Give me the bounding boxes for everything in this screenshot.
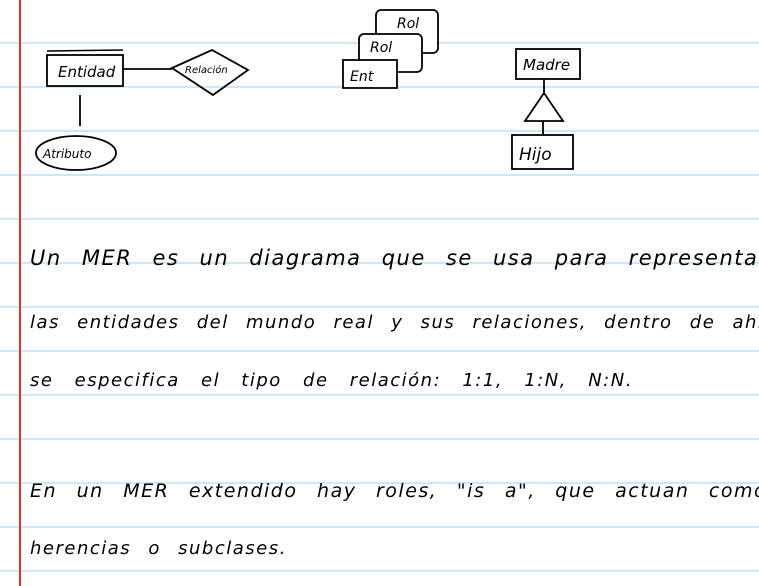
relationship-diamond: Relación: [170, 48, 250, 97]
note-line-1: Un MER es un diagrama que se usa para re…: [30, 246, 759, 270]
child-label: Hijo: [519, 145, 552, 165]
attribute-label: Atributo: [42, 147, 91, 161]
is-a-triangle: [523, 91, 565, 122]
role-stack: Rol Rol Ent: [342, 9, 439, 89]
attribute-ellipse: Atributo: [35, 135, 117, 171]
note-line-2: las entidades del mundo real y sus relac…: [30, 312, 759, 333]
role-front-label: Ent: [350, 69, 374, 85]
role-back-label: Rol: [397, 16, 419, 32]
note-line-5: herencias o subclases.: [30, 538, 287, 559]
margin-line: [19, 0, 21, 586]
entity-label: Entidad: [58, 63, 116, 81]
note-line-4: En un MER extendido hay roles, "is a", q…: [30, 480, 759, 502]
child-entity: Hijo: [511, 134, 574, 170]
parent-label: Madre: [523, 56, 570, 74]
note-line-3: se especifica el tipo de relación: 1:1, …: [30, 370, 633, 391]
entity-box: Entidad: [46, 49, 124, 87]
relationship-label: Relación: [185, 64, 228, 76]
parent-entity: Madre: [515, 48, 581, 80]
role-mid-label: Rol: [370, 40, 392, 56]
